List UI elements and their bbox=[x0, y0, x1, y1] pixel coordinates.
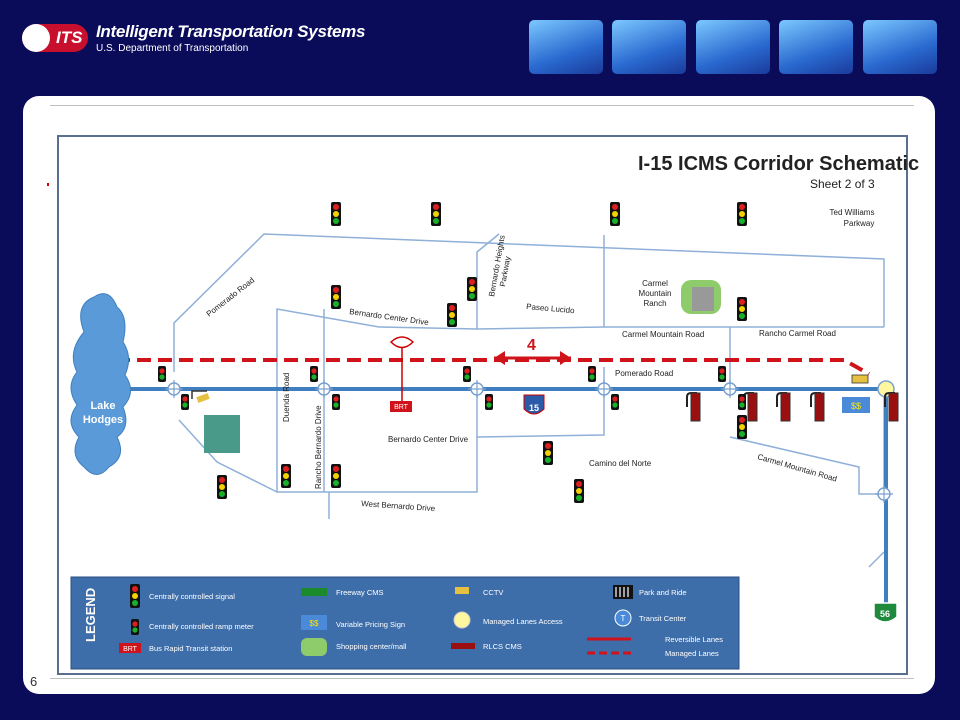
cctv-camera-icon bbox=[455, 587, 469, 594]
svg-text:Shopping center/mall: Shopping center/mall bbox=[336, 642, 407, 651]
shopping-mall-building-icon bbox=[692, 287, 714, 311]
map-legend: LEGEND Centrally controlled signal Centr… bbox=[70, 576, 740, 670]
agency-title: Intelligent Transportation Systems bbox=[96, 22, 366, 41]
interstate-15-shield: 15 bbox=[523, 394, 545, 415]
its-logo[interactable]: ITS bbox=[22, 24, 88, 52]
svg-text:Freeway CMS: Freeway CMS bbox=[336, 588, 384, 597]
svg-text:Transit Center: Transit Center bbox=[639, 614, 687, 623]
variable-pricing-sign bbox=[842, 397, 870, 413]
svg-text:Camino del Norte: Camino del Norte bbox=[589, 459, 652, 468]
freeway-cms-icon bbox=[301, 588, 327, 596]
svg-text:RLCS CMS: RLCS CMS bbox=[483, 642, 522, 651]
svg-text:Reversible Lanes: Reversible Lanes bbox=[665, 635, 723, 644]
map-title: I-15 ICMS Corridor Schematic bbox=[638, 153, 919, 175]
svg-text:Centrally controlled ramp mete: Centrally controlled ramp meter bbox=[149, 622, 254, 631]
svg-text:T: T bbox=[621, 614, 626, 623]
brt-station: BRT bbox=[389, 336, 415, 412]
svg-text:Mountain: Mountain bbox=[639, 289, 672, 298]
svg-text:Ted Williams: Ted Williams bbox=[830, 208, 875, 217]
top-divider bbox=[50, 105, 914, 106]
page-number: 6 bbox=[30, 674, 38, 689]
svg-text:Pomerado Road: Pomerado Road bbox=[615, 369, 673, 378]
cctv-camera-icon bbox=[851, 374, 869, 384]
map-svg: 4 Lake Hodges 15 56 BRT $$ bbox=[70, 153, 919, 670]
svg-text:Variable Pricing Sign: Variable Pricing Sign bbox=[336, 620, 405, 629]
agency-name: Intelligent Transportation Systems U.S. … bbox=[96, 22, 365, 54]
legend-heading: LEGEND bbox=[83, 588, 98, 642]
lake-label-2: Hodges bbox=[83, 414, 123, 426]
brt-station-icon bbox=[119, 643, 141, 653]
svg-text:Duenda Road: Duenda Road bbox=[282, 373, 291, 422]
svg-text:Rancho Carmel Road: Rancho Carmel Road bbox=[759, 329, 836, 338]
svg-text:BRT: BRT bbox=[123, 646, 138, 653]
svg-text:West Bernardo Drive: West Bernardo Drive bbox=[361, 499, 436, 513]
rlcs-cms-icon bbox=[451, 643, 475, 649]
map-subtitle: Sheet 2 of 3 bbox=[810, 177, 875, 191]
svg-text:15: 15 bbox=[529, 403, 539, 413]
svg-text:Centrally controlled signal: Centrally controlled signal bbox=[149, 592, 235, 601]
svg-text:Bus Rapid Transit station: Bus Rapid Transit station bbox=[149, 644, 232, 653]
truck-photo-icon bbox=[612, 20, 686, 74]
shopping-mall-icon bbox=[204, 415, 240, 453]
lake-hodges: Lake Hodges bbox=[70, 293, 131, 475]
svg-text:Ranch: Ranch bbox=[643, 299, 666, 308]
its-logo-text: ITS bbox=[56, 28, 83, 47]
pricing-sign-text: $$ bbox=[851, 401, 861, 411]
bottom-divider bbox=[50, 678, 914, 679]
freeway-cms-post bbox=[191, 390, 207, 399]
svg-text:Carmel Mountain Road: Carmel Mountain Road bbox=[622, 330, 704, 339]
bullet-mark bbox=[47, 183, 49, 186]
svg-text:Managed Lanes Access: Managed Lanes Access bbox=[483, 617, 563, 626]
city-traffic-photo-icon bbox=[779, 20, 853, 74]
svg-text:Rancho Bernardo Drive: Rancho Bernardo Drive bbox=[314, 405, 323, 489]
svg-text:Carmel Mountain Road: Carmel Mountain Road bbox=[756, 452, 838, 483]
pricing-sign-icon bbox=[301, 615, 327, 630]
traffic-photo-icon bbox=[696, 20, 770, 74]
lake-label-1: Lake bbox=[90, 400, 115, 412]
semi-truck-photo-icon bbox=[863, 20, 937, 74]
svg-text:Parkway: Parkway bbox=[844, 219, 875, 228]
reversible-lanes-count: 4 bbox=[527, 337, 536, 354]
svg-text:56: 56 bbox=[880, 609, 890, 619]
svg-text:Bernardo Center Drive: Bernardo Center Drive bbox=[388, 435, 469, 444]
svg-text:Pomerado Road: Pomerado Road bbox=[205, 276, 256, 319]
svg-text:Paseo Lucido: Paseo Lucido bbox=[526, 302, 576, 315]
svg-text:BRT: BRT bbox=[394, 404, 409, 411]
its-swirl-icon bbox=[22, 24, 50, 52]
agency-subtitle: U.S. Department of Transportation bbox=[96, 43, 249, 54]
corridor-map: 4 Lake Hodges 15 56 BRT $$ bbox=[57, 135, 919, 675]
shopping-mall-icon bbox=[301, 638, 327, 656]
freeway-cms-icon bbox=[196, 393, 210, 403]
sr-56-shield: 56 bbox=[873, 602, 898, 623]
traffic-signal-icon bbox=[130, 584, 140, 608]
svg-text:Park and Ride: Park and Ride bbox=[639, 588, 687, 597]
header-bar: ITS Intelligent Transportation Systems U… bbox=[0, 0, 960, 90]
transit-center-icon bbox=[614, 609, 632, 627]
svg-text:Managed Lanes: Managed Lanes bbox=[665, 649, 719, 658]
svg-text:CCTV: CCTV bbox=[483, 588, 503, 597]
highway-photo-icon bbox=[529, 20, 603, 74]
svg-text:Carmel: Carmel bbox=[642, 279, 668, 288]
ramp-meter-icon bbox=[131, 619, 139, 635]
managed-lanes-line bbox=[74, 358, 870, 376]
managed-lanes-access-icon bbox=[453, 611, 471, 629]
svg-text:$$: $$ bbox=[310, 619, 319, 628]
